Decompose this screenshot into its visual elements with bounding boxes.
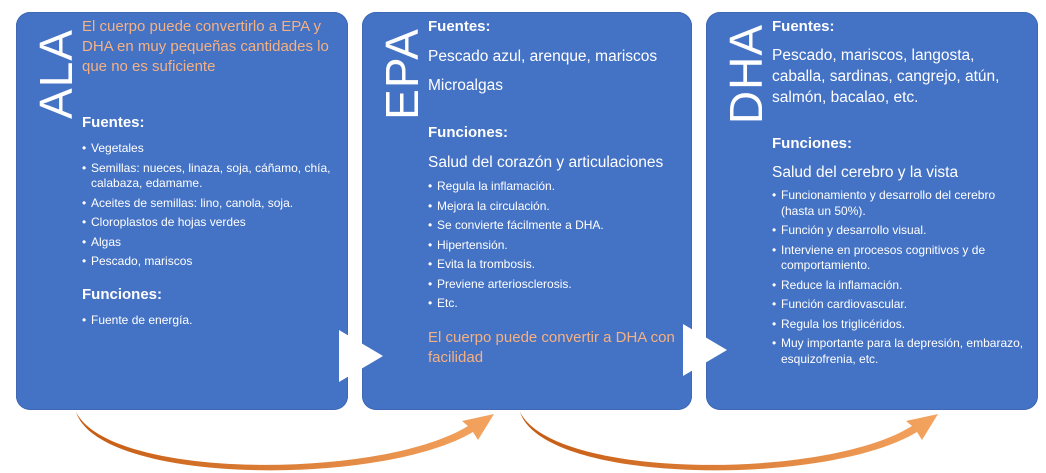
- dha-functions-list: Funcionamiento y desarrollo del cerebro …: [772, 188, 1030, 367]
- list-item: Mejora la circulación.: [428, 199, 684, 215]
- list-item: Función y desarrollo visual.: [772, 223, 1030, 239]
- list-item: Hipertensión.: [428, 238, 684, 254]
- chevron-right-icon: [339, 330, 383, 382]
- dha-card: DHA Fuentes: Pescado, mariscos, langosta…: [706, 12, 1038, 410]
- epa-sources-line: Microalgas: [428, 77, 503, 94]
- epa-functions-list: Regula la inflamación. Mejora la circula…: [428, 179, 684, 312]
- epa-card: EPA Fuentes: Pescado azul, arenque, mari…: [362, 12, 692, 410]
- list-item: Se convierte fácilmente a DHA.: [428, 218, 684, 234]
- list-item: Cloroplastos de hojas verdes: [82, 215, 340, 231]
- dha-functions-summary: Salud del cerebro y la vista: [772, 164, 959, 181]
- list-item: Vegetales: [82, 141, 340, 157]
- list-item: Etc.: [428, 296, 684, 312]
- ala-functions-list: Fuente de energía.: [82, 313, 340, 329]
- list-item: Fuente de energía.: [82, 313, 340, 329]
- dha-sources-heading: Fuentes:: [772, 18, 835, 35]
- ala-card: ALA El cuerpo puede convertirlo a EPA y …: [16, 12, 348, 410]
- list-item: Reduce la inflamación.: [772, 278, 1030, 294]
- list-item: Semillas: nueces, linaza, soja, cáñamo, …: [82, 161, 340, 192]
- ala-conversion-note: El cuerpo puede convertirlo a EPA y DHA …: [82, 18, 329, 75]
- epa-functions-heading: Funciones:: [428, 124, 509, 141]
- list-item: Muy importante para la depresión, embara…: [772, 336, 1030, 367]
- ala-sources-list: Vegetales Semillas: nueces, linaza, soja…: [82, 141, 340, 270]
- list-item: Evita la trombosis.: [428, 257, 684, 273]
- epa-sources-heading: Fuentes:: [428, 18, 491, 35]
- list-item: Regula los triglicéridos.: [772, 317, 1030, 333]
- chevron-right-icon: [683, 324, 727, 376]
- epa-functions-summary: Salud del corazón y articulaciones: [428, 154, 664, 171]
- dha-label: DHA: [720, 23, 772, 125]
- ala-label: ALA: [30, 29, 82, 119]
- list-item: Pescado, mariscos: [82, 254, 340, 270]
- list-item: Función cardiovascular.: [772, 297, 1030, 313]
- epa-conversion-note: El cuerpo puede convertir a DHA con faci…: [428, 328, 675, 366]
- list-item: Funcionamiento y desarrollo del cerebro …: [772, 188, 1030, 219]
- curved-arrow-epa-to-dha: [520, 412, 938, 471]
- epa-label: EPA: [376, 28, 428, 120]
- curved-arrow-ala-to-epa: [76, 412, 494, 471]
- list-item: Previene arteriosclerosis.: [428, 277, 684, 293]
- list-item: Regula la inflamación.: [428, 179, 684, 195]
- dha-functions-heading: Funciones:: [772, 135, 853, 152]
- list-item: Algas: [82, 235, 340, 251]
- ala-functions-heading: Funciones:: [82, 285, 163, 303]
- list-item: Aceites de semillas: lino, canola, soja.: [82, 196, 340, 212]
- epa-sources-line: Pescado azul, arenque, mariscos: [428, 48, 658, 65]
- list-item: Interviene en procesos cognitivos y de c…: [772, 243, 1030, 274]
- ala-sources-heading: Fuentes:: [82, 114, 145, 131]
- dha-sources-text: Pescado, mariscos, langosta, caballa, sa…: [772, 47, 1000, 106]
